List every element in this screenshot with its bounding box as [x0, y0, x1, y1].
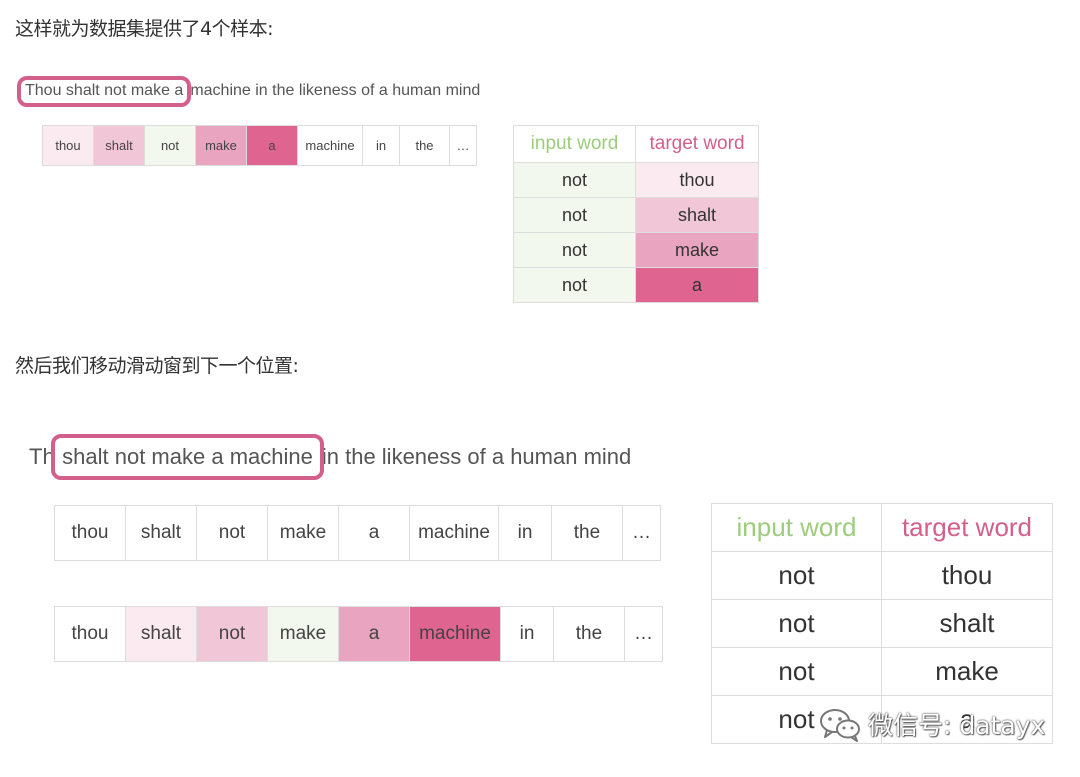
word-cell: …	[450, 126, 477, 166]
word-cell: machine	[410, 506, 499, 561]
word-cell: thou	[55, 607, 126, 662]
figure2-window: shalt not make a machine	[51, 434, 324, 480]
word-cell: in	[499, 506, 552, 561]
target-word-cell: thou	[635, 162, 759, 198]
word-cell: make	[196, 126, 247, 166]
paragraph-samples: 这样就为数据集提供了4个样本:	[15, 18, 274, 40]
word-cell: a	[247, 126, 298, 166]
figure2-header-target: target word	[881, 503, 1053, 552]
wechat-icon	[820, 709, 860, 742]
input-word-cell: not	[711, 647, 882, 696]
word-cell: a	[339, 506, 410, 561]
target-word-cell: shalt	[881, 599, 1053, 648]
word-cell: in	[501, 607, 554, 662]
target-word-cell: make	[881, 647, 1053, 696]
target-word-cell: make	[635, 232, 759, 268]
word-cell: the	[400, 126, 450, 166]
word-cell: thou	[43, 126, 94, 166]
word-cell: machine	[410, 607, 501, 662]
word-cell: make	[268, 506, 339, 561]
input-word-cell: not	[711, 695, 882, 744]
figure2-sentence-rest: in the likeness of a human mind	[321, 444, 632, 469]
target-word-cell: shalt	[635, 197, 759, 233]
word-cell: …	[623, 506, 661, 561]
word-cell: the	[554, 607, 625, 662]
figure1-header-input: input word	[513, 125, 636, 163]
figure2-window-text: shalt not make a machine	[62, 444, 313, 469]
word-cell: the	[552, 506, 623, 561]
word-cell: thou	[55, 506, 126, 561]
figure1-sentence-rest: machine in the likeness of a human mind	[190, 82, 481, 99]
word-cell: not	[145, 126, 196, 166]
input-word-cell: not	[711, 551, 882, 600]
word-cell: in	[363, 126, 400, 166]
word-cell: a	[339, 607, 410, 662]
word-cell: shalt	[94, 126, 145, 166]
figure1-header-target: target word	[635, 125, 759, 163]
word-cell: machine	[298, 126, 363, 166]
figure1-window-text: Thou shalt not make a	[25, 82, 184, 99]
paragraph-move-window: 然后我们移动滑动窗到下一个位置:	[15, 355, 299, 377]
input-word-cell: not	[513, 267, 636, 303]
watermark: 微信号: datayx	[818, 706, 1045, 742]
figure1-sentence: Thou shalt not make a machine in the like…	[17, 76, 480, 107]
target-word-cell: a	[635, 267, 759, 303]
input-word-cell: not	[513, 232, 636, 268]
figure1-window: Thou shalt not make a	[17, 76, 192, 107]
input-word-cell: not	[513, 162, 636, 198]
word-cell: not	[197, 607, 268, 662]
target-word-cell: thou	[881, 551, 1053, 600]
watermark-text: 微信号: datayx	[868, 711, 1046, 740]
input-word-cell: not	[513, 197, 636, 233]
figure2-header-input: input word	[711, 503, 882, 552]
target-word-cell: a	[881, 695, 1053, 744]
word-cell: shalt	[126, 607, 197, 662]
word-cell: make	[268, 607, 339, 662]
input-word-cell: not	[711, 599, 882, 648]
word-cell: shalt	[126, 506, 197, 561]
word-cell: …	[625, 607, 663, 662]
word-cell: not	[197, 506, 268, 561]
